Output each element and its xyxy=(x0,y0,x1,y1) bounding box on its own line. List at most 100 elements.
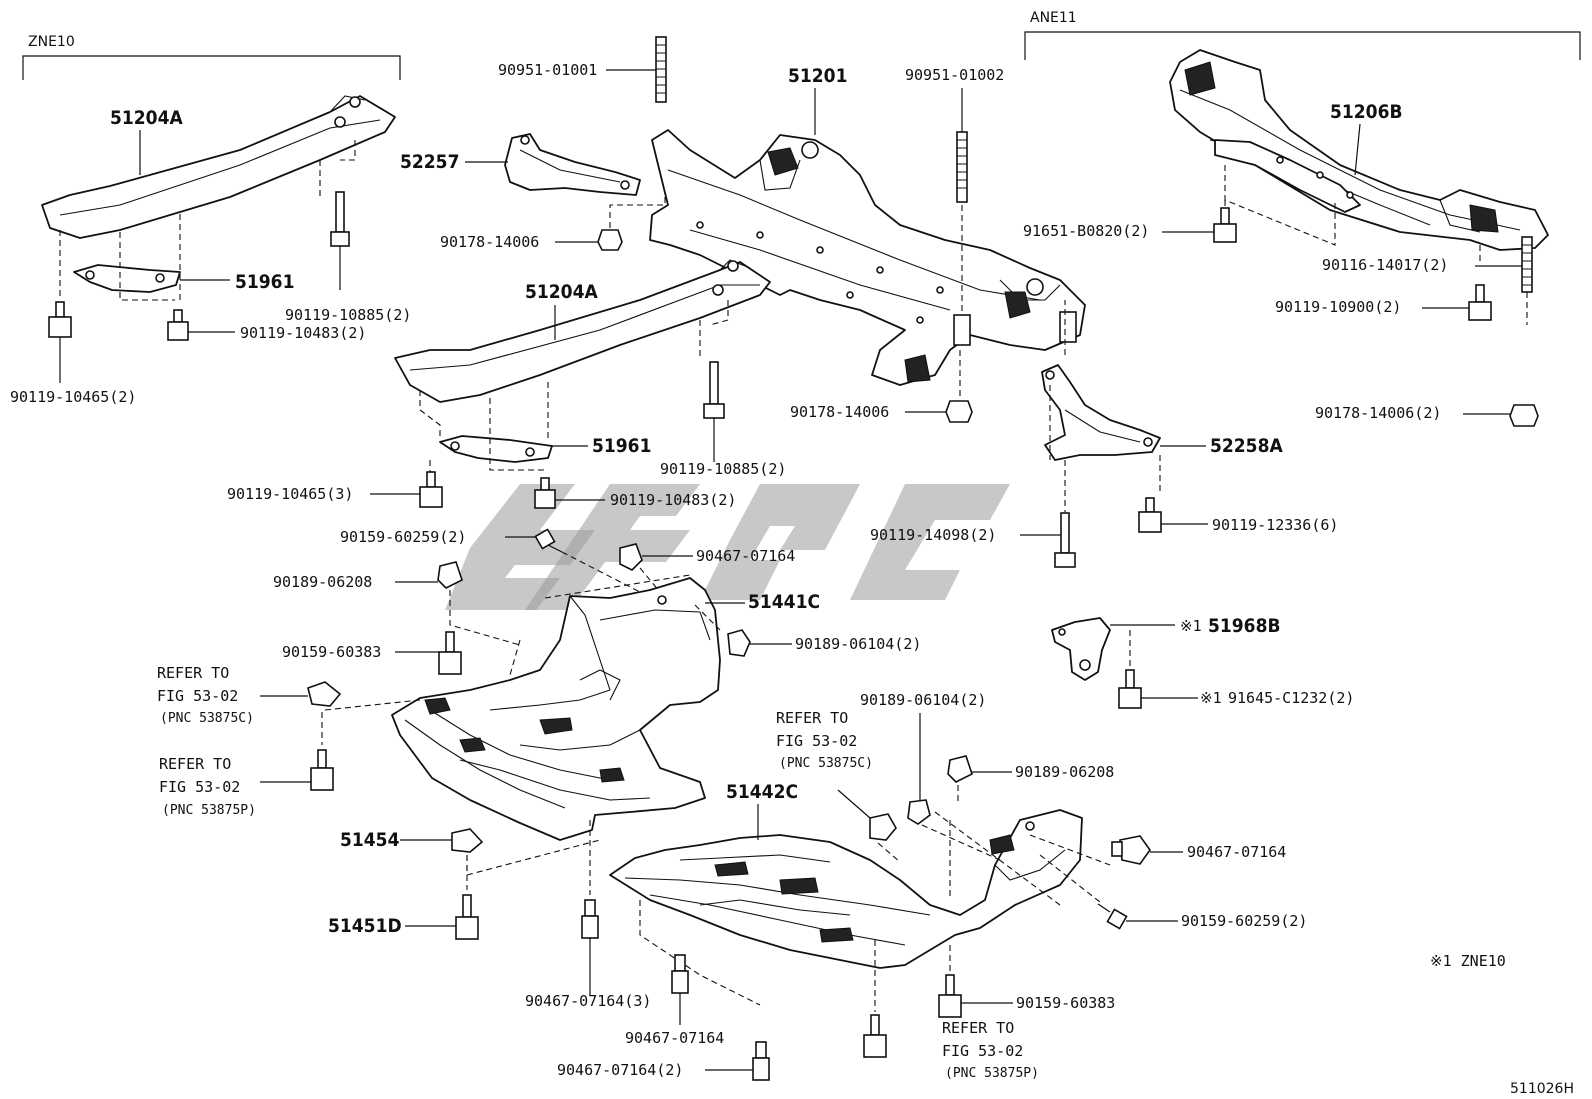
label-90467-07164-2: 90467-07164(2) xyxy=(557,1061,683,1079)
label-51204A-top: 51204A xyxy=(110,107,183,129)
zne10-label: ZNE10 xyxy=(28,34,75,50)
nut-90189-06208-left xyxy=(395,561,521,646)
nut-90178-14006-left xyxy=(555,150,666,251)
label-52257: 52257 xyxy=(400,151,459,173)
ref-note-4: REFER TO FIG 53-02 (PNC 53875P) xyxy=(942,1019,1039,1081)
screw-90159-60259-right xyxy=(1097,903,1178,930)
dash-lines-top-left xyxy=(59,140,356,301)
bolt-51451D xyxy=(405,894,479,940)
bolt-90159-60383-left xyxy=(395,631,462,675)
ref-bolt-4 xyxy=(863,1014,887,1058)
crossmember-51201 xyxy=(649,129,1086,386)
bracket-51961-top xyxy=(73,264,181,293)
label-51442C: 51442C xyxy=(726,781,798,803)
ref-note-1: REFER TO FIG 53-02 (PNC 53875C) xyxy=(157,664,254,726)
ref4-line3: (PNC 53875P) xyxy=(945,1066,1039,1081)
label-51961-top: 51961 xyxy=(235,271,294,293)
label-51451D: 51451D xyxy=(328,915,402,937)
ref-note-3: REFER TO FIG 53-02 (PNC 53875C) xyxy=(776,709,873,771)
bolt-90119-10465-top xyxy=(48,301,72,383)
label-90119-10465-top: 90119-10465(2) xyxy=(10,388,136,406)
nut-90189-06104-left xyxy=(727,629,792,657)
member-51206B xyxy=(1169,49,1549,251)
dash-lines-51442C xyxy=(589,811,1111,1012)
bolt-91645-C1232 xyxy=(1118,669,1198,709)
label-90159-60259-right: 90159-60259(2) xyxy=(1181,912,1307,930)
watermark-logo xyxy=(445,484,1010,610)
brace-52257 xyxy=(504,133,641,196)
ref1-line1: REFER TO xyxy=(157,664,229,682)
ane11-label: ANE11 xyxy=(1030,10,1077,26)
label-90951-01001: 90951-01001 xyxy=(498,61,597,79)
bolt-90119-10885-top xyxy=(330,191,350,290)
bolt-90159-60383-right xyxy=(938,974,1013,1018)
clip-90467-07164-3 xyxy=(581,899,599,995)
mark-51968B: ※1 xyxy=(1180,617,1202,635)
label-90119-14098: 90119-14098(2) xyxy=(870,526,996,544)
bracket-51968B xyxy=(1051,617,1175,681)
figure-code: 511026H xyxy=(1510,1081,1574,1097)
bolt-90119-10900 xyxy=(1422,284,1492,321)
label-90119-10483-mid: 90119-10483(2) xyxy=(610,491,736,509)
ref1-line2: FIG 53-02 xyxy=(157,687,238,705)
label-90467-07164-right: 90467-07164 xyxy=(1187,843,1286,861)
undercover-51442C xyxy=(609,809,1083,969)
label-51454: 51454 xyxy=(340,829,400,851)
ref4-line1: REFER TO xyxy=(942,1019,1014,1037)
nut-90178-14006-right xyxy=(1463,404,1539,427)
brace-52258A xyxy=(1041,300,1161,512)
clip-90467-07164-2 xyxy=(705,1041,770,1081)
ref3-line3: (PNC 53875C) xyxy=(779,756,873,771)
label-90189-06208-left: 90189-06208 xyxy=(273,573,372,591)
label-90119-10900: 90119-10900(2) xyxy=(1275,298,1401,316)
bolt-90119-10483-mid xyxy=(534,477,605,509)
bolt-91651-B0820 xyxy=(1162,207,1237,243)
label-90159-60383-right: 90159-60383 xyxy=(1016,994,1115,1012)
zne10-bracket: ZNE10 xyxy=(22,34,401,80)
ref-clip-1 xyxy=(260,681,421,745)
ane11-bracket: ANE11 xyxy=(1024,10,1581,60)
label-90116-14017: 90116-14017(2) xyxy=(1322,256,1448,274)
member-51204A-mid xyxy=(394,259,771,403)
bolt-90119-12336 xyxy=(1138,497,1208,533)
mark-91645-C1232: ※1 xyxy=(1200,689,1222,707)
bolt-90119-14098 xyxy=(1020,512,1076,568)
stud-90951-01001 xyxy=(606,36,667,103)
label-90189-06208-right: 90189-06208 xyxy=(1015,763,1114,781)
label-90119-10483-top: 90119-10483(2) xyxy=(240,324,366,342)
stud-90116-14017 xyxy=(1475,236,1533,293)
ref-clip-3 xyxy=(837,789,901,863)
label-90189-06104-left: 90189-06104(2) xyxy=(795,635,921,653)
label-90178-14006-left: 90178-14006 xyxy=(440,233,539,251)
label-51204A-mid: 51204A xyxy=(525,281,598,303)
label-90119-10885-mid: 90119-10885(2) xyxy=(660,460,786,478)
ref-bolt-2 xyxy=(260,749,334,791)
ref2-line1: REFER TO xyxy=(159,755,231,773)
label-90178-14006-center: 90178-14006 xyxy=(790,403,889,421)
label-90159-60383-left: 90159-60383 xyxy=(282,643,381,661)
label-90467-07164-top: 90467-07164 xyxy=(696,547,795,565)
stud-90951-01002 xyxy=(956,88,968,315)
label-90951-01002: 90951-01002 xyxy=(905,66,1004,84)
clip-90467-07164-right xyxy=(1111,835,1183,865)
label-52258A: 52258A xyxy=(1210,435,1283,457)
clip-90467-07164-bottom xyxy=(671,954,689,1025)
label-51968B: 51968B xyxy=(1208,615,1281,637)
label-51441C: 51441C xyxy=(748,591,820,613)
ref2-line3: (PNC 53875P) xyxy=(162,803,256,818)
label-91651-B0820: 91651-B0820(2) xyxy=(1023,222,1149,240)
label-91645-C1232: 91645-C1232(2) xyxy=(1228,689,1354,707)
footnote-zne10: ※1 ZNE10 xyxy=(1430,952,1506,970)
dash-lines-mid xyxy=(419,300,729,475)
label-90189-06104-mid: 90189-06104(2) xyxy=(860,691,986,709)
nut-90189-06104-mid xyxy=(907,713,1001,861)
label-90119-10465-mid: 90119-10465(3) xyxy=(227,485,353,503)
clip-90467-07164-top xyxy=(619,543,693,593)
ref2-line2: FIG 53-02 xyxy=(159,778,240,796)
nut-90178-14006-center xyxy=(905,350,973,423)
bracket-51961-mid xyxy=(439,435,553,463)
ref3-line2: FIG 53-02 xyxy=(776,732,857,750)
bolt-90119-10465-mid xyxy=(370,471,443,508)
label-90178-14006-right: 90178-14006(2) xyxy=(1315,404,1441,422)
